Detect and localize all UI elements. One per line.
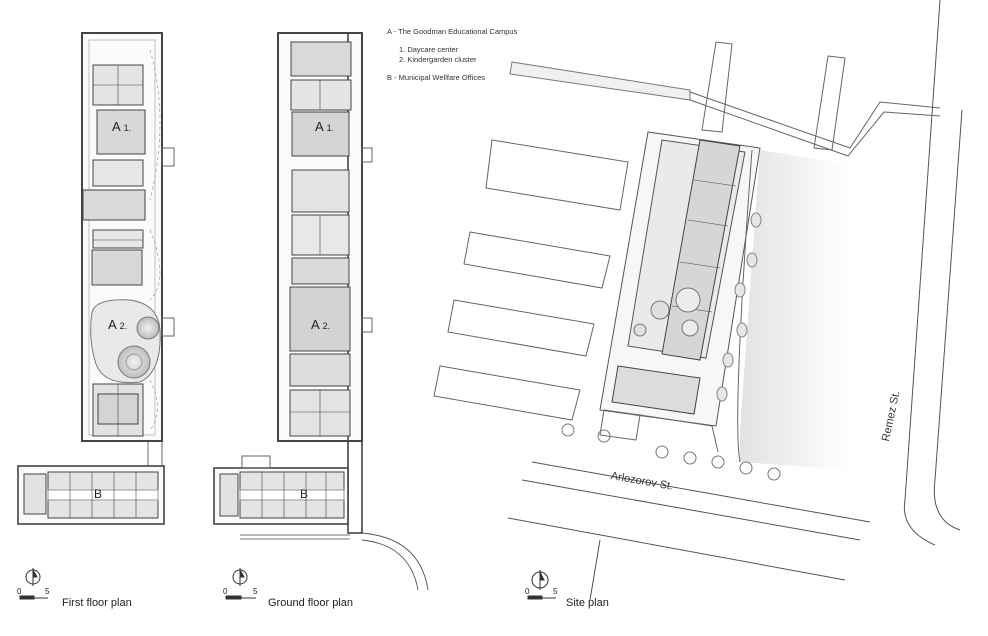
label-letter: A [315, 119, 323, 134]
scale-site-start: 0 [525, 587, 530, 596]
site-plan [433, 0, 963, 601]
label-first-a1: A 1. [112, 119, 131, 134]
north-arrow-first [25, 568, 41, 586]
legend-a-title: A - The Goodman Educational Campus [387, 27, 518, 36]
label-letter: A [112, 119, 120, 134]
scale-ground-end: 5 [253, 587, 258, 596]
label-ground-b: B [300, 487, 309, 501]
label-ground-a2: A 2. [311, 317, 330, 332]
label-letter: A [311, 317, 319, 332]
scale-first-end: 5 [45, 587, 50, 596]
label-ground-a1: A 1. [315, 119, 334, 134]
scale-bar-first [19, 595, 48, 600]
scale-bar-ground [225, 595, 256, 600]
first-floor-plan [17, 32, 175, 525]
legend-b-title: B - Municipal Wellfare Offices [387, 73, 486, 82]
label-number: 2. [322, 321, 331, 331]
legend: A - The Goodman Educational Campus 1. Da… [387, 27, 517, 83]
scale-bar-site [527, 595, 556, 600]
north-arrow-site [531, 570, 549, 590]
label-number: 1. [326, 123, 335, 133]
label-letter: A [108, 317, 116, 332]
caption-first-floor-plan: First floor plan [62, 597, 132, 609]
label-number: 2. [119, 321, 128, 331]
legend-a-item-1: 1. Daycare center [399, 45, 459, 54]
label-first-b: B [94, 487, 103, 501]
caption-ground-floor-plan: Ground floor plan [268, 597, 353, 609]
legend-a-item-2: 2. Kindergarden cluster [399, 55, 477, 64]
scale-first-start: 0 [17, 587, 22, 596]
ground-floor-plan [213, 32, 429, 591]
caption-site-plan: Site plan [566, 597, 609, 609]
scale-site-end: 5 [553, 587, 558, 596]
label-first-a2: A 2. [108, 317, 127, 332]
north-arrow-ground [232, 568, 248, 586]
label-number: 1. [123, 123, 132, 133]
scale-ground-start: 0 [223, 587, 228, 596]
